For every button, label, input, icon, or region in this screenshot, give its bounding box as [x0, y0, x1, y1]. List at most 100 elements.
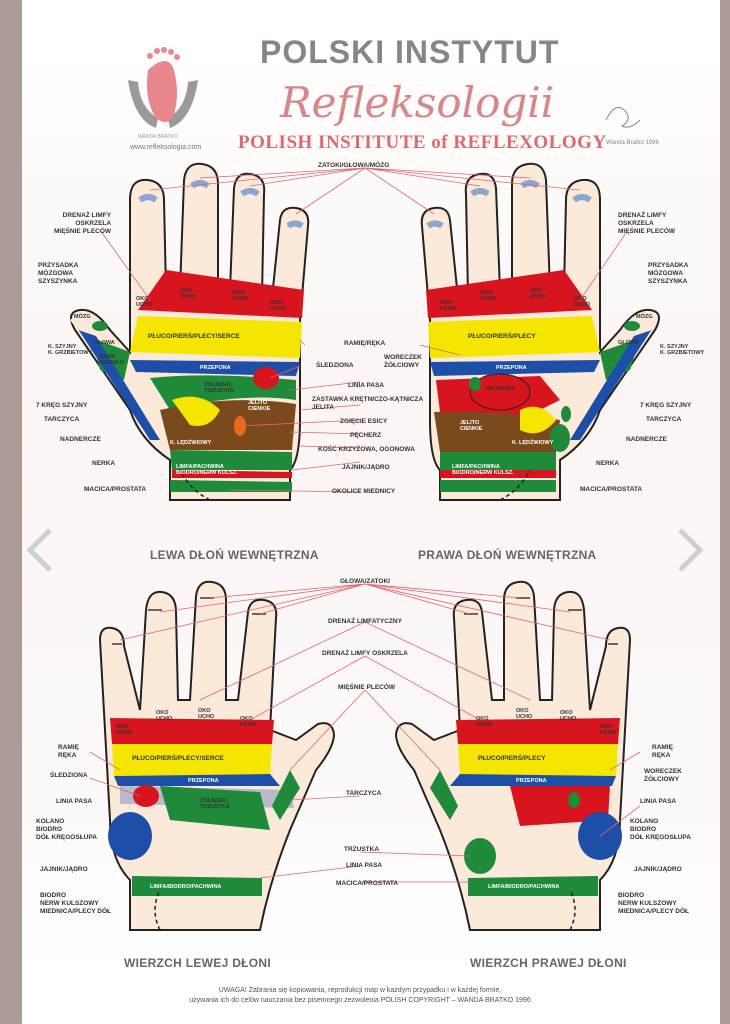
- left-palm-hand: [70, 162, 310, 501]
- label-miesnie: MIĘŚNIE PLECÓW: [338, 684, 396, 691]
- zone-oko-ucho: OKO UCHO: [574, 296, 591, 308]
- website-url: www.refleksologia.com: [130, 144, 202, 151]
- institute-logo: [128, 47, 198, 128]
- zone-zoladek: ŻOŁĄDEK, TRZUSTKA: [204, 382, 234, 394]
- label-zatoki: ZATOKI/GŁOWA/MÓZG: [318, 162, 390, 169]
- copyright-warning: UWAGA! Zabrania się kopiowania, reproduk…: [189, 987, 531, 1004]
- zone-kark: KARK GARDŁO: [100, 354, 124, 366]
- zone-watroba: WĄTROBA: [486, 386, 515, 392]
- zone-oko-ucho-back: OKO UCHO: [240, 716, 257, 728]
- label-ramie: RAMIĘ/RĘKA: [344, 340, 386, 347]
- label-jajnik-right: JAJNIK/JĄDRO: [634, 866, 682, 873]
- label-kolano-right: KOLANO BIODRO DÓŁ KRĘGOSŁUPA: [630, 818, 691, 841]
- left-back-title: WIERZCH LEWEJ DŁONI: [124, 956, 272, 970]
- label-woreczek: WORECZEK ŻÓŁCIOWY: [384, 354, 422, 369]
- zone-oko-ucho-back: OKO UCHO: [476, 716, 493, 728]
- label-okolice: OKOLICE MIEDNICY: [332, 488, 396, 495]
- signature-icon: [605, 107, 641, 128]
- zone-oko-ucho: OKO UCHO: [180, 288, 197, 300]
- label-tarczyca-right: TARCZYCA: [646, 416, 682, 423]
- zone-pluco-right: PŁUCO/PIERŚ/PLECY: [468, 333, 536, 340]
- label-ramie-left: RAMIĘ RĘKA: [58, 744, 79, 759]
- label-woreczek-back: WORECZEK ŻÓŁCIOWY: [644, 768, 682, 783]
- label-kolano-left: KOLANO BIODRO DÓŁ KRĘGOSŁUPA: [36, 818, 97, 841]
- zone-oko-ucho-back: OKO UCHO: [516, 708, 533, 720]
- zone-oko-ucho: OKO UCHO: [136, 296, 153, 308]
- label-kreg-left: 7 KRĘG SZYJNY: [36, 402, 88, 409]
- title-line-2: Refleksologii: [280, 78, 555, 127]
- label-zgiecie: ZGIĘCIE ESICY: [340, 418, 388, 425]
- zone-glowa-left: GŁOWA: [94, 340, 115, 346]
- label-biodro-right: BIODRO NERW KULSZOWY MIEDNICA/PLECY DÓŁ: [618, 892, 690, 915]
- label-drenaz-right: DRENAŻ LIMFY OSKRZELA MIĘŚNIE PLECÓW: [618, 212, 676, 235]
- zone-limfa-right: LIMFA/PACHWINA BIODRO/NERW KULSZ.: [452, 464, 514, 476]
- zone-mozg-right: MÓZG: [636, 314, 653, 320]
- left-back-hand: [98, 580, 336, 931]
- label-tarczyca-left: TARCZYCA: [44, 416, 80, 423]
- label-linia-pasa: LINIA PASA: [348, 382, 385, 389]
- label-przysadka-left: PRZYSADKA MÓZGOWA SZYSZYNKA: [38, 262, 79, 285]
- label-linia-pasa-center: LINIA PASA: [346, 862, 383, 869]
- label-sledziona: ŚLEDZIONA: [316, 362, 354, 369]
- logo-text: WANDA BRATKO: [138, 134, 178, 140]
- label-drenaz-limfatyczny: DRENAŻ LIMFATYCZNY: [328, 618, 402, 625]
- zone-jelito-right: JELITO CIENKIE: [460, 420, 483, 432]
- zone-limfa-back-left: LIMFA/BIODRO/PACHWINA: [150, 884, 222, 890]
- zone-oko-ucho: OKO UCHO: [480, 290, 497, 302]
- zone-zoladek-back: ŻOŁĄDEK, TRZUSTKA: [200, 798, 230, 810]
- label-trzustka: TRZUSTKA: [344, 846, 380, 853]
- signature: Wanda Bratko 1996: [606, 140, 659, 146]
- label-jajnik-left: JAJNIK/JĄDRO: [40, 866, 88, 873]
- label-przysadka-right: PRZYSADKA MÓZGOWA SZYSZYNKA: [648, 262, 689, 285]
- label-kosc: KOŚĆ KRZYŻOWA, OGONOWA: [318, 446, 415, 453]
- left-palm-title: LEWA DŁOŃ WEWNĘTRZNA: [150, 548, 319, 562]
- label-pecherz: PĘCHERZ: [350, 432, 382, 439]
- zone-oko-ucho: OKO UCHO: [440, 300, 457, 312]
- label-linia-pasa-left: LINIA PASA: [56, 798, 93, 805]
- zone-kregoslup-right: K. SZYJNY K. GRZBIETOWY: [660, 344, 705, 356]
- label-drenaz-oskrzela: DRENAŻ LIMFY OSKRZELA: [322, 650, 408, 657]
- zone-kregoslup-left: K. SZYJNY K. GRZBIETOWY: [48, 344, 93, 356]
- label-zastawka: ZASTAWKA KRĘTNICZO-KĄTNICZA JELITA: [312, 396, 424, 411]
- label-macica-left: MACICA/PROSTATA: [84, 486, 147, 493]
- zone-przepona-back-right: PRZEPONA: [516, 778, 547, 784]
- zone-oko-ucho-back: OKO UCHO: [600, 724, 617, 736]
- label-linia-pasa-right: LINIA PASA: [640, 798, 677, 805]
- zone-ledzwiowy-right: K. LĘDŹWIOWY: [512, 440, 554, 446]
- zone-ledzwiowy-left: K. LĘDŹWIOWY: [170, 440, 212, 446]
- right-back-hand: [394, 580, 632, 931]
- title-line-3: POLISH INSTITUTE of REFLEXOLOGY: [238, 132, 607, 153]
- zone-oko-ucho: OKO UCHO: [270, 300, 287, 312]
- label-nerka-left: NERKA: [92, 460, 116, 467]
- right-palm-title: PRAWA DŁOŃ WEWNĘTRZNA: [418, 548, 597, 562]
- label-jajnik: JAJNIK/JĄDRO: [342, 464, 390, 471]
- zone-mozg-left: MÓZG: [74, 314, 91, 320]
- label-ramie-right: RAMIĘ RĘKA: [652, 744, 673, 759]
- leader-lines: [89, 167, 641, 883]
- zone-jelito-left: JELITO CIENKIE: [248, 400, 271, 412]
- right-palm-hand: [420, 162, 660, 501]
- zone-pluco-left: PŁUCO/PIERŚ/PLECY/SERCE: [148, 333, 240, 340]
- zone-oko-ucho: OKO UCHO: [232, 290, 249, 302]
- label-glowa-zatoki: GŁOWA/ZATOKI: [340, 578, 390, 585]
- zone-oko-ucho-back: OKO UCHO: [116, 724, 133, 736]
- zone-oko-ucho-back: OKO UCHO: [198, 708, 215, 720]
- label-nadnercze-right: NADNERCZE: [626, 436, 667, 443]
- label-biodro-left: BIODRO NERW KULSZOWY MIEDNICA/PLECY DÓŁ: [40, 892, 112, 915]
- label-nadnercze-left: NADNERCZE: [60, 436, 101, 443]
- label-tarczyca-back: TARCZYCA: [346, 790, 382, 797]
- right-back-title: WIERZCH PRAWEJ DŁONI: [470, 956, 627, 970]
- zone-przepona-right: PRZEPONA: [496, 365, 527, 371]
- label-kreg-right: 7 KRĘG SZYJNY: [640, 402, 692, 409]
- zone-oko-ucho-back: OKO UCHO: [560, 710, 577, 722]
- label-nerka-right: NERKA: [596, 460, 620, 467]
- label-macica-right: MACICA/PROSTATA: [580, 486, 643, 493]
- zone-glowa-right: GŁOWA: [618, 340, 639, 346]
- left-border: [0, 0, 22, 1024]
- label-sledziona-back: ŚLEDZIONA: [50, 772, 88, 779]
- zone-pluco-back-left: PŁUCO/PIERŚ/PLECY/SERCE: [132, 755, 224, 762]
- zone-oko-ucho: OKO UCHO: [530, 288, 547, 300]
- label-macica-back: MACICA/PROSTATA: [336, 880, 399, 887]
- zone-przepona-left: PRZEPONA: [200, 365, 231, 371]
